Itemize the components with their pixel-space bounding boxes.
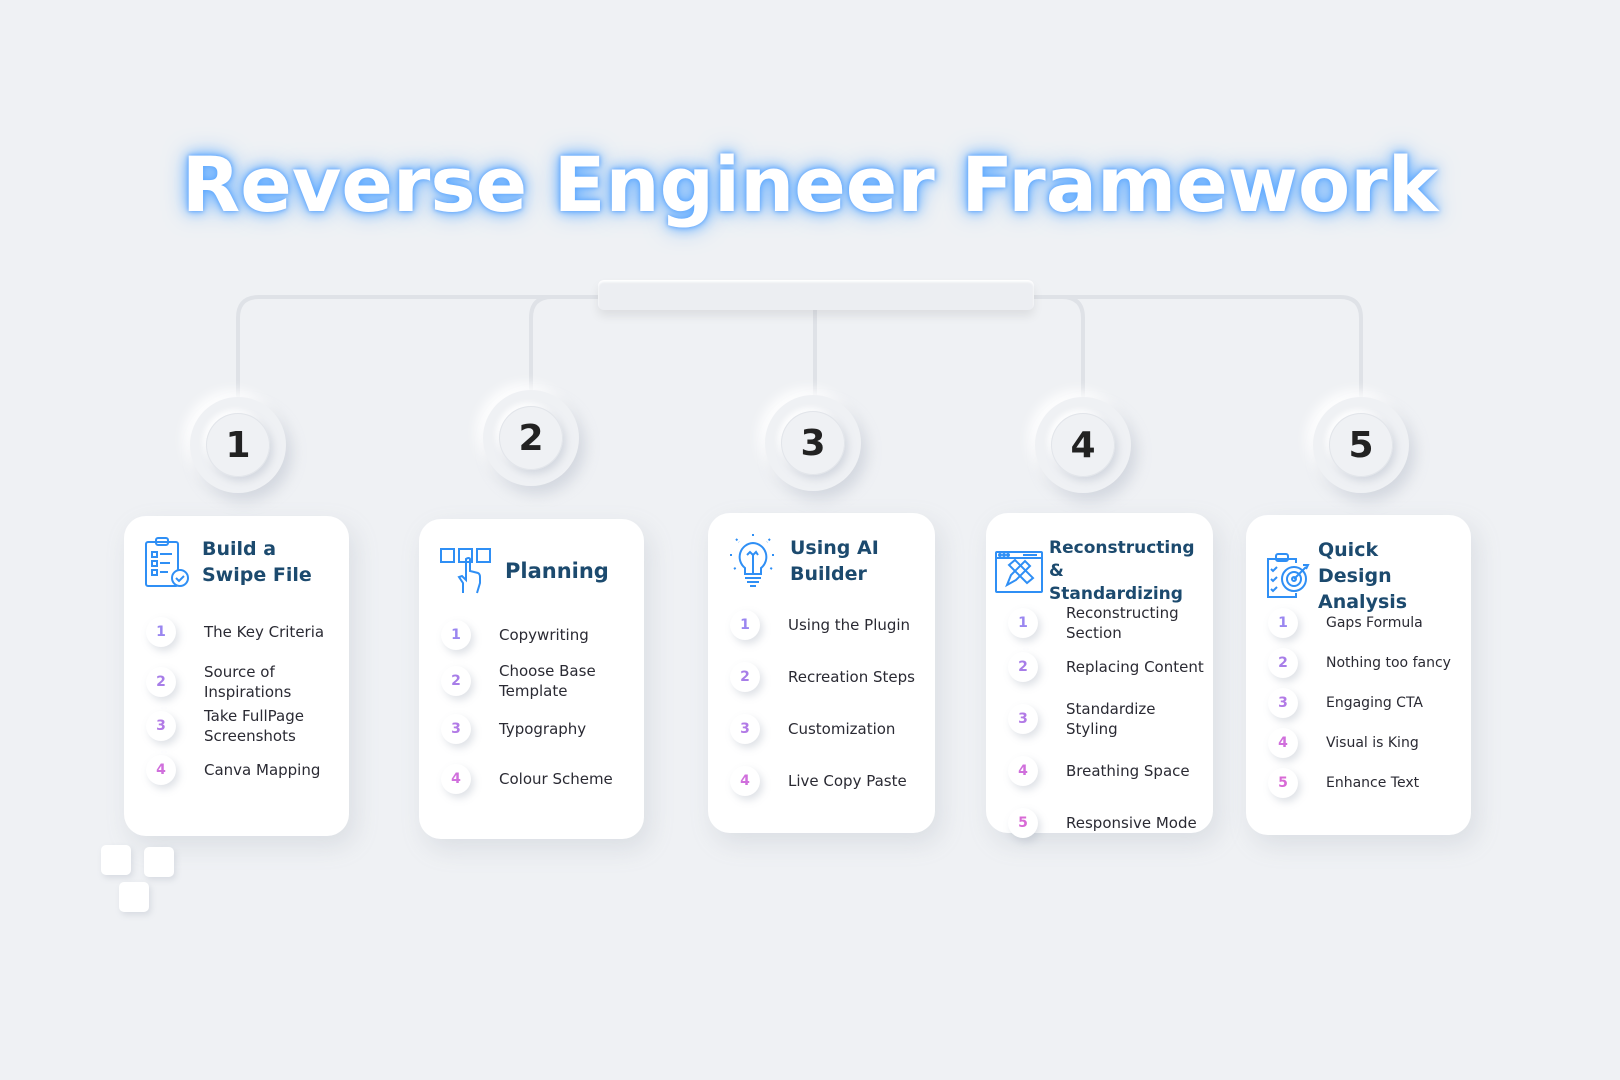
item-number: 1 <box>1268 608 1298 638</box>
step-number: 3 <box>781 411 845 475</box>
item-number: 4 <box>730 766 760 796</box>
list-item: 4 Live Copy Paste <box>730 761 929 801</box>
item-number: 1 <box>441 620 471 650</box>
list-item: 3 Typography <box>441 709 638 749</box>
item-number: 4 <box>146 755 176 785</box>
item-label: Canva Mapping <box>204 761 321 779</box>
list-item: 3 Engaging CTA <box>1268 683 1465 723</box>
step-4-number-circle: 4 <box>1035 397 1131 493</box>
item-label: Gaps Formula <box>1326 615 1423 631</box>
item-label: Colour Scheme <box>499 770 613 788</box>
item-number: 4 <box>1268 728 1298 758</box>
decorative-square <box>144 847 174 877</box>
item-number: 4 <box>441 764 471 794</box>
list-item: 2 Source of Inspirations <box>146 662 343 702</box>
list-item: 1 Gaps Formula <box>1268 603 1465 643</box>
list-item: 1 Copywriting <box>441 615 638 655</box>
item-label: Responsive Mode <box>1066 814 1197 832</box>
step-2-number-circle: 2 <box>483 390 579 486</box>
item-number: 5 <box>1008 808 1038 838</box>
step-number: 4 <box>1051 413 1115 477</box>
item-label: The Key Criteria <box>204 623 325 641</box>
list-item: 4 Visual is King <box>1268 723 1465 763</box>
item-number: 1 <box>146 617 176 647</box>
list-item: 1 The Key Criteria <box>146 612 343 652</box>
item-label: Engaging CTA <box>1326 695 1423 711</box>
step-3-number-circle: 3 <box>765 395 861 491</box>
step-card-4: Reconstructing & Standardizing 1 Reconstr… <box>986 513 1213 838</box>
item-number: 2 <box>1268 648 1298 678</box>
list-item: 4 Canva Mapping <box>146 750 343 790</box>
clipboard-check-icon <box>145 537 189 587</box>
list-item: 2 Nothing too fancy <box>1268 643 1465 683</box>
item-number: 2 <box>1008 652 1038 682</box>
item-number: 4 <box>1008 756 1038 786</box>
item-label: Live Copy Paste <box>788 772 907 790</box>
item-label: Using the Plugin <box>788 616 911 634</box>
list-item: 2 Choose Base Template <box>441 661 638 701</box>
list-item: 3 Customization <box>730 709 929 749</box>
step-number: 1 <box>206 413 270 477</box>
lightbulb-icon <box>730 534 776 587</box>
list-item: 3 Standardize Styling <box>1008 699 1207 739</box>
item-label: Take FullPage Screenshots <box>204 707 304 745</box>
hand-pointer-boxes-icon <box>440 548 491 594</box>
decorative-square <box>101 845 131 875</box>
item-label: Source of Inspirations <box>204 663 292 701</box>
list-item: 1 Reconstructing Section <box>1008 603 1207 643</box>
item-number: 3 <box>1008 704 1038 734</box>
step-number: 5 <box>1329 413 1393 477</box>
browser-pencil-ruler-icon <box>995 550 1043 593</box>
step-1-number-circle: 1 <box>190 397 286 493</box>
item-label: Enhance Text <box>1326 775 1420 791</box>
item-number: 3 <box>1268 688 1298 718</box>
step-card-5: Quick Design Analysis 1 Gaps Formula 2 Not… <box>1246 515 1471 835</box>
step-5-number-circle: 5 <box>1313 397 1409 493</box>
item-number: 2 <box>441 666 471 696</box>
item-label: Choose Base Template <box>499 662 596 700</box>
step-title: Reconstructing & Standardizing <box>1049 538 1195 604</box>
item-label: Copywriting <box>499 626 589 644</box>
item-label: Visual is King <box>1326 735 1419 751</box>
step-card-1: Build a Swipe File 1 The Key Criteria 2 So… <box>124 516 349 836</box>
item-label: Nothing too fancy <box>1326 655 1451 671</box>
item-number: 2 <box>146 667 176 697</box>
item-label: Customization <box>788 720 896 738</box>
list-item: 5 Responsive Mode <box>1008 803 1207 843</box>
item-label: Standardize Styling <box>1066 700 1156 738</box>
step-title: Build a Swipe File <box>202 538 312 586</box>
item-label: Typography <box>499 720 587 738</box>
step-number: 2 <box>499 406 563 470</box>
page-title: Reverse Engineer Framework <box>181 140 1439 229</box>
list-item: 4 Breathing Space <box>1008 751 1207 791</box>
connector-panel <box>598 280 1034 310</box>
list-item: 2 Replacing Content <box>1008 647 1207 687</box>
step-title: Planning <box>505 559 609 583</box>
item-number: 1 <box>1008 608 1038 638</box>
item-number: 3 <box>146 711 176 741</box>
item-number: 1 <box>730 610 760 640</box>
step-title: Using AI Builder <box>790 537 879 585</box>
item-label: Replacing Content <box>1066 658 1204 676</box>
item-number: 5 <box>1268 768 1298 798</box>
item-label: Recreation Steps <box>788 668 915 686</box>
step-card-3: Using AI Builder 1 Using the Plugin 2 Recr… <box>708 513 935 833</box>
list-item: 1 Using the Plugin <box>730 605 929 645</box>
step-title: Quick Design Analysis <box>1318 539 1408 613</box>
item-label: Breathing Space <box>1066 762 1190 780</box>
item-number: 3 <box>441 714 471 744</box>
clipboard-target-icon <box>1267 553 1310 598</box>
decorative-square <box>119 882 149 912</box>
item-number: 2 <box>730 662 760 692</box>
list-item: 2 Recreation Steps <box>730 657 929 697</box>
list-item: 3 Take FullPage Screenshots <box>146 706 343 746</box>
item-number: 3 <box>730 714 760 744</box>
step-card-2: Planning 1 Copywriting 2 Choose Base Templ… <box>419 519 644 839</box>
list-item: 4 Colour Scheme <box>441 759 638 799</box>
list-item: 5 Enhance Text <box>1268 763 1465 803</box>
item-label: Reconstructing Section <box>1066 604 1179 642</box>
